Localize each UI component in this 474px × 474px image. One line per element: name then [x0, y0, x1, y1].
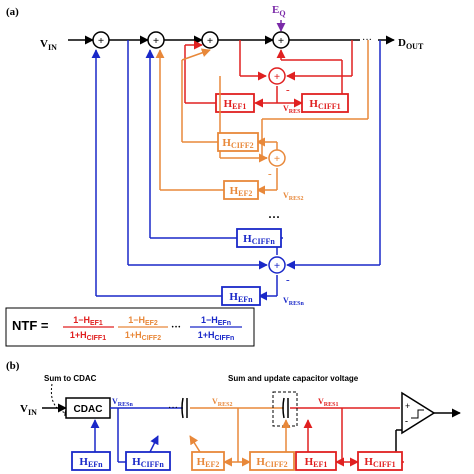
panel-a-label: (a) — [6, 6, 19, 18]
vin-b-label: VIN — [20, 403, 37, 417]
hciff2-b-text: HCIFF2 — [256, 456, 287, 469]
hef1-text: HEF1 — [224, 98, 247, 111]
comparator-minus: - — [405, 416, 408, 426]
hef1-block — [215, 93, 255, 113]
sum-node-3-plus: + — [207, 35, 213, 47]
comparator-plus: + — [405, 401, 410, 411]
orange-sum-minus: - — [268, 168, 272, 180]
hciffn-text: HCIFFn — [243, 233, 275, 246]
vin-label: VIN — [40, 38, 57, 52]
red-loop — [184, 40, 353, 108]
hciffn-b-block — [125, 451, 171, 471]
comparator-icon — [411, 409, 424, 419]
hef1-b-block — [295, 451, 337, 471]
vresn-label: VRESn — [283, 296, 304, 307]
orange-loop — [155, 40, 369, 195]
ntf-dots: ··· — [171, 322, 181, 333]
ntf-t2-num: 1−HEF2 — [128, 315, 158, 327]
vres1-label: VRES1 — [283, 104, 303, 115]
hef1-b-text: HEF1 — [305, 456, 328, 469]
sum-node-quant — [272, 31, 290, 49]
hefn-b-text: HEFn — [79, 456, 103, 469]
cdac-text: CDAC — [74, 404, 103, 415]
sum-update-box — [272, 391, 298, 427]
blue-sum-node — [268, 256, 286, 274]
hef2-b-text: HEF2 — [197, 456, 220, 469]
sum-node-1-plus: + — [98, 35, 104, 47]
sum-node-1 — [92, 31, 110, 49]
sum-node-3 — [201, 31, 219, 49]
orange-sum-node — [268, 149, 286, 167]
vresn-b-label: VRESn — [112, 397, 133, 408]
sum-node-quant-plus: + — [278, 35, 284, 47]
vertical-dots: ··· — [268, 210, 280, 224]
hciff2-block — [217, 132, 259, 152]
blue-branch-b — [90, 408, 159, 463]
main-sum-nodes — [92, 31, 290, 49]
ntf-formula: NTF = 1−HEF1 1+HCIFF1 1−HEF2 1+HCIFF2 ··… — [12, 315, 242, 342]
hciff1-b-text: HCIFF1 — [364, 456, 395, 469]
sum-update-label: Sum and update capacitor voltage — [228, 374, 359, 383]
panel-b-label: (b) — [6, 360, 20, 372]
capacitor-1 — [181, 397, 188, 419]
ntf-frame — [5, 307, 255, 347]
hciffn-block — [236, 228, 282, 248]
hef2-block — [223, 180, 259, 200]
hciff1-b-block — [357, 451, 403, 471]
ntf-t3-den: 1+HCIFFn — [198, 330, 235, 342]
ntf-t1-num: 1−HEF1 — [73, 315, 103, 327]
sum-to-cdac-label: Sum to CDAC — [44, 374, 97, 383]
dout-label: DOUT — [398, 37, 424, 51]
hciffn-b-text: HCIFFn — [132, 456, 164, 469]
hef2-b-block — [191, 451, 225, 471]
sum-node-2 — [147, 31, 165, 49]
orange-sum-plus: + — [274, 153, 280, 165]
hefn-b-block — [71, 451, 111, 471]
hef2-text: HEF2 — [230, 185, 253, 198]
hciff1-block — [301, 93, 349, 113]
ntf-label: NTF = — [12, 318, 49, 333]
eq-label: EQ — [272, 4, 286, 18]
hefn-block — [221, 286, 261, 306]
hciff1-text: HCIFF1 — [309, 98, 340, 111]
hciff2-text: HCIFF2 — [222, 137, 253, 150]
red-sum-minus: - — [286, 84, 290, 96]
red-sum-plus: + — [274, 71, 280, 83]
capacitor-2 — [282, 397, 289, 419]
vres2-label: VRES2 — [283, 191, 303, 202]
blue-loop — [91, 40, 381, 301]
vres2-b-label: VRES2 — [212, 397, 232, 408]
b-dots: ··· — [168, 403, 178, 414]
ntf-t2-den: 1+HCIFF2 — [125, 330, 161, 342]
sum-node-2-plus: + — [153, 35, 159, 47]
orange-branch-b — [189, 408, 291, 467]
ntf-t1-den: 1+HCIFF1 — [70, 330, 106, 342]
main-dots: ··· — [362, 35, 372, 46]
blue-sum-plus: + — [274, 260, 280, 272]
hefn-text: HEFn — [229, 291, 253, 304]
blue-sum-minus: - — [286, 274, 290, 286]
vres1-b-label: VRES1 — [318, 397, 338, 408]
red-sum-node — [268, 67, 286, 85]
ntf-t3-num: 1−HEFn — [201, 315, 231, 327]
hciff2-b-block — [249, 451, 295, 471]
